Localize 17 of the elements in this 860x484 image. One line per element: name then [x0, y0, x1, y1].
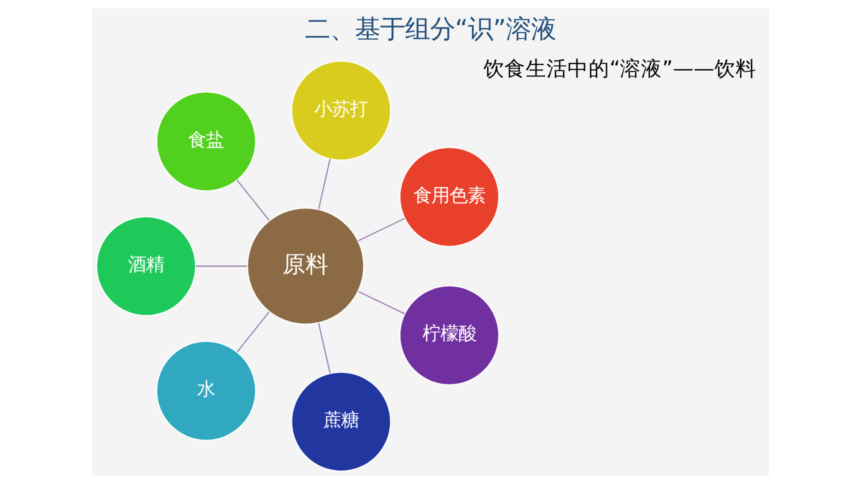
- connector: [195, 266, 247, 267]
- node-circle: 原料: [246, 207, 364, 325]
- diagram-title: 二、基于组分“识”溶液: [304, 14, 556, 44]
- node-circle: 水: [156, 340, 256, 441]
- connector: [318, 158, 330, 210]
- node-circle: 柠檬酸: [398, 285, 499, 386]
- node-circle: 蔗糖: [290, 372, 391, 472]
- connector: [318, 323, 330, 374]
- node-circle: 食用色素: [398, 146, 499, 247]
- node-circle: 酒精: [96, 216, 196, 316]
- node-circle: 食盐: [156, 91, 256, 192]
- label: 饮食生活中的“溶液”——饮料: [482, 56, 756, 80]
- node-circle: 小苏打: [290, 60, 391, 161]
- connector: [236, 312, 270, 352]
- connector: [358, 218, 404, 242]
- connector: [236, 180, 270, 221]
- connector: [358, 290, 404, 314]
